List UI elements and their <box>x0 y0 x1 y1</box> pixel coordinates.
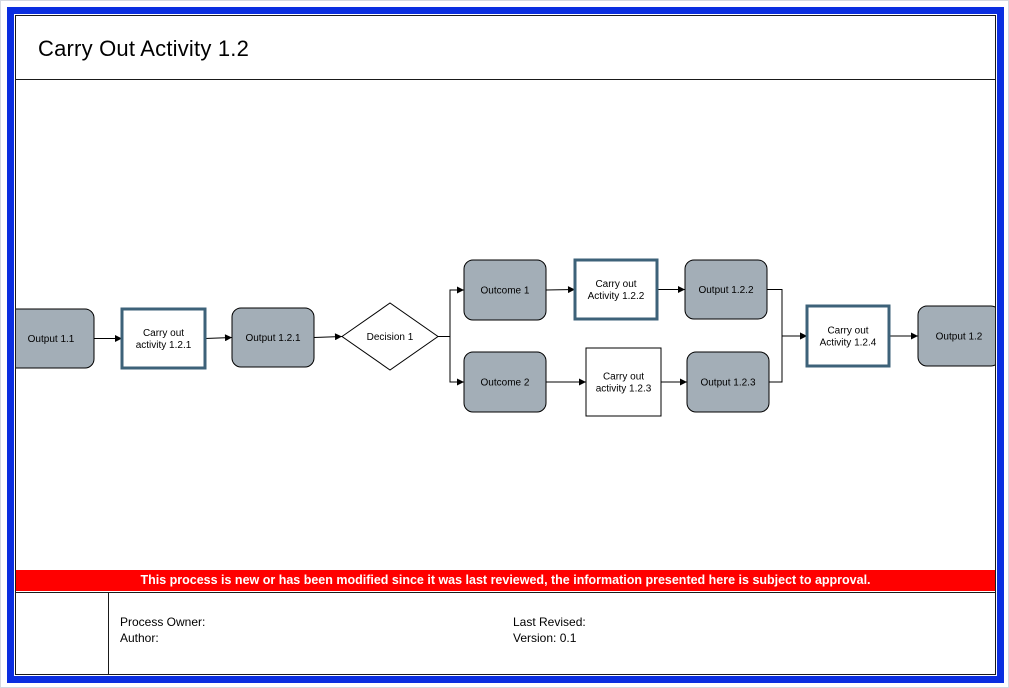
node-output-1-2-3: Output 1.2.3 <box>686 351 770 413</box>
connector-activity-1-2-1-to-output-1-2-1 <box>204 334 233 342</box>
node-label: Carry out <box>603 372 644 383</box>
connectors <box>94 286 918 386</box>
activity-shape <box>120 307 207 370</box>
approval-warning-banner: This process is new or has been modified… <box>16 570 995 591</box>
connector-output-1-2-3-to-activity-1-2-4 <box>769 332 807 383</box>
decision-shape <box>341 302 439 371</box>
node-label: Output 1.1 <box>28 334 75 345</box>
activity-shape <box>805 304 891 368</box>
node-label: Decision 1 <box>367 332 414 343</box>
footer: Process Owner: Author: Last Revised: Ver… <box>16 592 995 674</box>
node-label: Carry out <box>143 328 184 339</box>
node-outcome-2: Outcome 2 <box>463 351 547 413</box>
node-label: Carry out <box>827 326 868 337</box>
node-output-1-1: Output 1.1 <box>7 308 95 369</box>
node-outcome-1: Outcome 1 <box>463 259 547 321</box>
node-output-1-2-1: Output 1.2.1 <box>231 307 315 368</box>
node-output-1-2-2: Output 1.2.2 <box>684 259 768 320</box>
connector-output-1-2-2-to-activity-1-2-4 <box>767 289 807 340</box>
node-label: activity 1.2.1 <box>136 340 192 351</box>
node-decision-1: Decision 1 <box>341 302 439 371</box>
author-label: Author: <box>120 631 159 645</box>
node-label: Output 1.2 <box>936 332 983 343</box>
activity-shape <box>573 258 659 321</box>
node-label: Output 1.2.3 <box>700 378 755 389</box>
node-label: Output 1.2.1 <box>245 333 300 344</box>
output-shape <box>463 351 547 413</box>
connector-decision-1-to-outcome-2 <box>438 336 464 386</box>
output-shape <box>686 351 770 413</box>
last-revised-label: Last Revised: <box>513 615 586 629</box>
output-shape <box>463 259 547 321</box>
node-label: Activity 1.2.2 <box>588 291 645 302</box>
output-shape <box>684 259 768 320</box>
node-label: activity 1.2.3 <box>596 384 652 395</box>
process-owner-label: Process Owner: <box>120 615 206 629</box>
node-label: Activity 1.2.4 <box>820 338 877 349</box>
output-shape <box>231 307 315 368</box>
connector-outcome-1-to-activity-1-2-2 <box>545 286 576 294</box>
footer-logo-cell <box>16 593 109 674</box>
node-label: Output 1.2.2 <box>698 285 753 296</box>
version-label: Version: 0.1 <box>513 631 577 645</box>
node-output-1-2: Output 1.2 <box>917 305 1001 367</box>
node-label: Outcome 1 <box>481 286 530 297</box>
node-label: Outcome 2 <box>481 378 530 389</box>
activity-shape <box>585 347 662 417</box>
connector-decision-1-to-outcome-1 <box>438 286 464 337</box>
page-title: Carry Out Activity 1.2 <box>38 36 250 61</box>
connector-output-1-2-1-to-decision-1 <box>313 333 343 341</box>
node-label: Carry out <box>595 279 636 290</box>
title-bar: Carry Out Activity 1.2 <box>16 16 995 80</box>
